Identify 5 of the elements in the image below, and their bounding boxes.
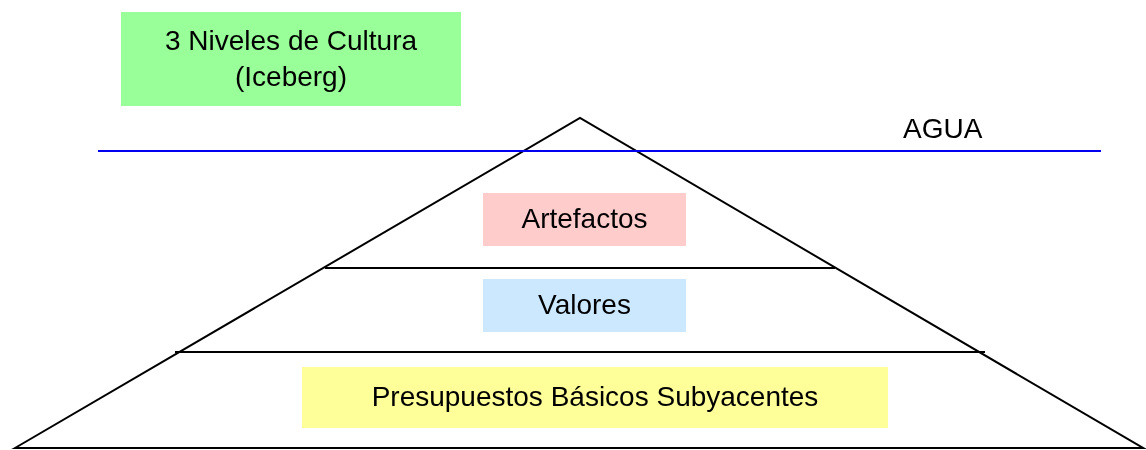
title-box: 3 Niveles de Cultura (Iceberg) [121,12,461,106]
level-label: Valores [483,279,686,332]
level-label: Presupuestos Básicos Subyacentes [302,367,888,428]
level-label: Artefactos [483,193,686,246]
water-label: AGUA [903,113,983,145]
